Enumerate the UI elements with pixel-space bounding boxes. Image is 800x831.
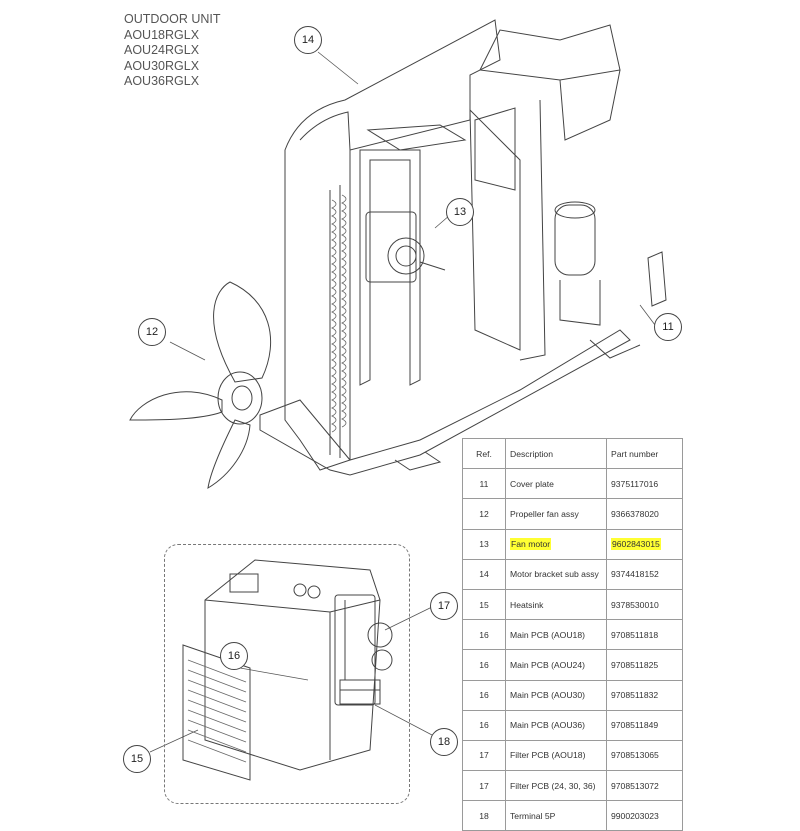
cell-part-number: 9708513072 bbox=[606, 770, 683, 802]
callout-14: 14 bbox=[294, 26, 322, 54]
cell-description: Heatsink bbox=[505, 588, 607, 621]
inset-control-box bbox=[182, 559, 393, 781]
title-line: OUTDOOR UNIT bbox=[124, 12, 221, 26]
table-row-highlighted: 13 Fan motor 9602843015 bbox=[462, 528, 683, 560]
cell-part-number: 9374418152 bbox=[606, 558, 683, 590]
column-header-ref: Ref. bbox=[462, 437, 506, 470]
outdoor-unit-housing bbox=[129, 19, 667, 489]
diagram-title: OUTDOOR UNIT AOU18RGLX AOU24RGLX AOU30RG… bbox=[124, 12, 221, 90]
cell-part-number: 9375117016 bbox=[606, 468, 683, 500]
cell-description: Main PCB (AOU24) bbox=[505, 649, 607, 681]
title-line: AOU18RGLX bbox=[124, 27, 200, 42]
cell-ref: 17 bbox=[462, 739, 506, 772]
cell-description: Filter PCB (AOU18) bbox=[505, 739, 607, 772]
cell-ref: 11 bbox=[462, 468, 506, 500]
callout-16: 16 bbox=[220, 642, 248, 670]
callout-13: 13 bbox=[446, 198, 474, 226]
cell-description: Fan motor bbox=[505, 528, 607, 560]
cell-description: Motor bracket sub assy bbox=[505, 558, 607, 590]
cell-ref: 16 bbox=[462, 619, 506, 651]
cell-ref: 15 bbox=[462, 588, 506, 621]
callout-17: 17 bbox=[430, 592, 458, 620]
callout-15: 15 bbox=[123, 745, 151, 773]
cell-description: Cover plate bbox=[505, 468, 607, 500]
callout-12: 12 bbox=[138, 318, 166, 346]
cell-ref: 18 bbox=[462, 800, 506, 831]
cell-part-number: 9900203023 bbox=[606, 800, 683, 831]
title-line: AOU36RGLX bbox=[124, 74, 200, 88]
cell-description: Filter PCB (24, 30, 36) bbox=[505, 770, 607, 802]
cell-part-number: 9366378020 bbox=[606, 498, 683, 530]
cell-part-number: 9708511832 bbox=[606, 679, 683, 711]
cell-ref: 14 bbox=[462, 558, 506, 590]
cell-part-number: 9602843015 bbox=[606, 528, 683, 560]
highlighted-description: Fan motor bbox=[510, 538, 552, 551]
exploded-diagram bbox=[129, 19, 667, 781]
propeller-fan bbox=[129, 281, 272, 489]
highlighted-part-number: 9602843015 bbox=[611, 538, 661, 551]
cell-description: Main PCB (AOU30) bbox=[505, 679, 607, 711]
cell-description: Propeller fan assy bbox=[505, 498, 607, 530]
callout-18: 18 bbox=[430, 728, 458, 756]
cell-description: Main PCB (AOU18) bbox=[505, 619, 607, 651]
cell-ref: 12 bbox=[462, 498, 506, 530]
cell-ref: 16 bbox=[462, 709, 506, 741]
column-header-description: Description bbox=[505, 437, 607, 470]
column-header-part-number: Part number bbox=[606, 437, 683, 470]
cell-description: Terminal 5P bbox=[505, 800, 607, 831]
table-header-row: Ref. Description Part number bbox=[462, 437, 683, 470]
cell-ref: 13 bbox=[462, 528, 506, 560]
cell-part-number: 9708511849 bbox=[606, 709, 683, 741]
title-line: AOU30RGLX bbox=[124, 58, 200, 73]
cell-part-number: 9708511818 bbox=[606, 619, 683, 651]
cell-description: Main PCB (AOU36) bbox=[505, 709, 607, 741]
cell-part-number: 9708511825 bbox=[606, 649, 683, 681]
title-line: AOU24RGLX bbox=[124, 43, 200, 57]
cell-part-number: 9378530010 bbox=[606, 588, 683, 621]
inset-frame bbox=[164, 544, 410, 804]
cell-ref: 16 bbox=[462, 649, 506, 681]
cell-ref: 17 bbox=[462, 770, 506, 802]
callout-11: 11 bbox=[654, 313, 682, 341]
cell-ref: 16 bbox=[462, 679, 506, 711]
cell-part-number: 9708513065 bbox=[606, 739, 683, 772]
